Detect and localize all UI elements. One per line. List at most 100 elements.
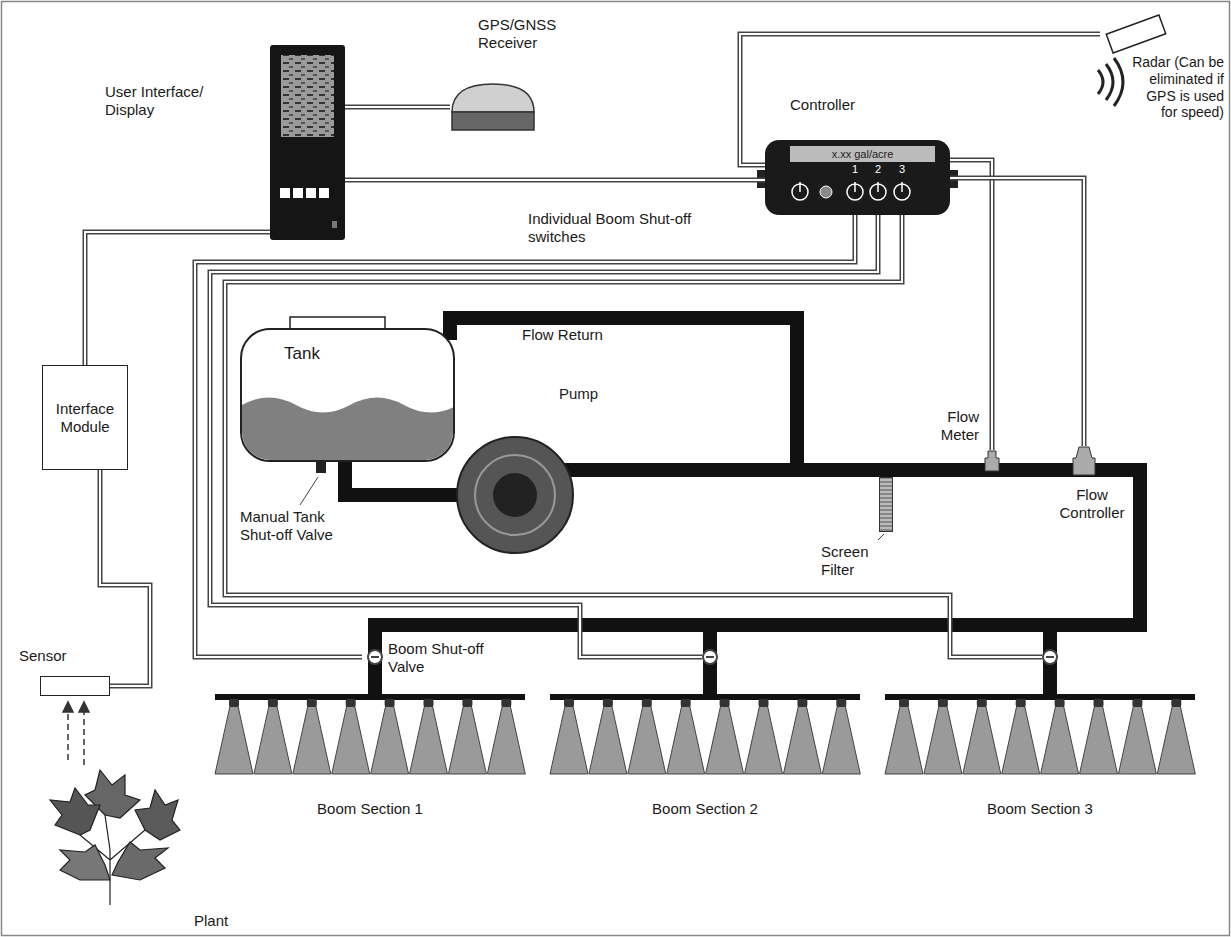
spray-cone [885,706,923,774]
display-unit-shape [270,45,345,240]
nozzle [720,699,730,707]
spray-cone [783,706,821,774]
radar-sensor: Radar (Can be eliminated if GPS is used … [1100,12,1172,56]
nozzle [938,699,948,707]
spray-cone [410,706,448,774]
spray-cone [963,706,1001,774]
signal-wire [950,178,1084,446]
section-label: Boom Section 3 [980,800,1100,818]
nozzle [307,699,317,707]
spray-cone [745,706,783,774]
signal-wire [950,160,992,450]
interface-module: Interface Module [42,365,128,470]
nozzle [564,699,574,707]
nozzle [1171,699,1181,707]
spray-cone [589,706,627,774]
sensing-arrows [63,702,89,765]
pipe-connector [345,460,459,495]
spray-cone [667,706,705,774]
section-label: Boom Section 1 [310,800,430,818]
manual-valve [316,461,326,473]
plant-label: Plant [194,912,228,930]
nozzle [797,699,807,707]
node-readout: x.xx gal/acre [790,146,935,162]
gps-receiver: GPS/GNSS Receiver [450,82,536,132]
pump: Pump [455,435,575,555]
boom-bars [215,694,1195,700]
sensor: Sensor [40,676,110,696]
nozzle [759,699,769,707]
leader-line [878,534,884,540]
spray-cone [924,706,962,774]
pipe-label: Flow Return [522,326,603,344]
screen-filter-shape [879,477,893,532]
gps-receiver-shape [450,82,536,132]
plumbing [375,318,1140,697]
spray-cone [1157,706,1195,774]
radar-sensor-shape [1100,12,1172,56]
tank: Tank [240,328,455,462]
spray-cone [822,706,860,774]
node-label: Interface Module [43,400,127,436]
node-label: Controller [790,96,855,114]
screen-filter: Screen Filter [879,477,893,532]
nozzle [346,699,356,707]
plant-illustration [50,770,180,905]
flow-controller-shape [1072,446,1096,476]
spray-cone [706,706,744,774]
spray-cone [628,706,666,774]
flow-controller: Flow Controller [1072,446,1096,476]
node-label: Tank [284,344,320,364]
nozzle [462,699,472,707]
spray-cone [293,706,331,774]
nozzle [836,699,846,707]
signal-wire [345,180,765,181]
node-label: Sensor [19,647,67,665]
valve-label: Manual Tank Shut-off Valve [240,508,355,544]
node-label: Screen Filter [821,543,891,579]
nozzle [899,699,909,707]
spray-cone [215,706,253,774]
flow-meter-shape [984,450,1000,472]
spray-cone [1002,706,1040,774]
radar-waves [1098,58,1123,106]
switch-wires [195,215,1042,657]
spray-cone [254,706,292,774]
spray-cone [487,706,525,774]
nozzles [215,699,1195,774]
nozzle [1094,699,1104,707]
pump-shape [455,435,575,555]
nozzle [385,699,395,707]
spray-cone [448,706,486,774]
nozzle [229,699,239,707]
signal-wire [345,107,450,108]
spray-cone [371,706,409,774]
spray-cone [1041,706,1079,774]
nozzle [501,699,511,707]
node-label: GPS/GNSS Receiver [478,16,573,52]
nozzle [681,699,691,707]
tank-shape [242,330,455,462]
node-label: Radar (Can be eliminated if GPS is used … [1130,54,1224,121]
nozzle [268,699,278,707]
node-label: Flow Meter [924,408,979,444]
nozzle [424,699,434,707]
spray-cone [1118,706,1156,774]
annotation: Individual Boom Shut-off switches [528,210,728,246]
nozzle [1055,699,1065,707]
node-label: Flow Controller [1052,486,1132,522]
nozzle [1016,699,1026,707]
spray-cone [332,706,370,774]
spray-cone [550,706,588,774]
boom-valves [368,650,1057,664]
signal-wire [100,470,150,686]
flow-meter: Flow Meter [984,450,1000,472]
display-unit: User Interface/ Display [270,45,345,240]
controller-unit: Controllerx.xx gal/acre [765,140,950,215]
nozzle [1132,699,1142,707]
nozzle [603,699,613,707]
